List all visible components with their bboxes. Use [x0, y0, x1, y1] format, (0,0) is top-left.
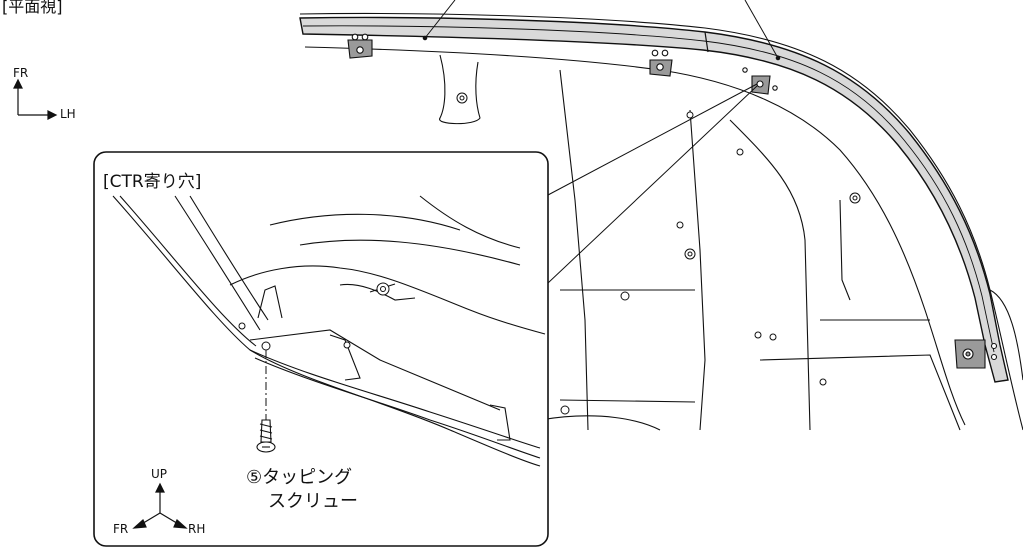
leader-lines	[422, 0, 781, 61]
inset-callout	[547, 83, 758, 284]
orientation-arrows	[13, 78, 58, 120]
body-outline	[299, 12, 1023, 431]
clip-pads	[347, 33, 998, 369]
view-title: [平面視]	[2, 0, 63, 16]
orientation-label-lh: LH	[60, 107, 76, 121]
inset-holes	[238, 282, 390, 351]
inset-axis-label-up: UP	[151, 467, 168, 481]
body-holes	[456, 92, 861, 415]
seal-strip	[299, 16, 1009, 383]
inset-axes-arrows	[132, 482, 188, 529]
inset-detail	[112, 195, 546, 467]
orientation-label-fr: FR	[13, 66, 29, 80]
inset-frame	[93, 151, 549, 547]
inset-axis-label-fr: FR	[113, 522, 129, 536]
part-label-line2: スクリュー	[268, 491, 358, 512]
tapping-screw-icon	[256, 419, 276, 453]
part-label-line1: ⑤タッピング	[246, 467, 353, 488]
inset-title: [CTR寄り穴]	[103, 172, 202, 192]
inset-axis-label-rh: RH	[188, 522, 206, 536]
